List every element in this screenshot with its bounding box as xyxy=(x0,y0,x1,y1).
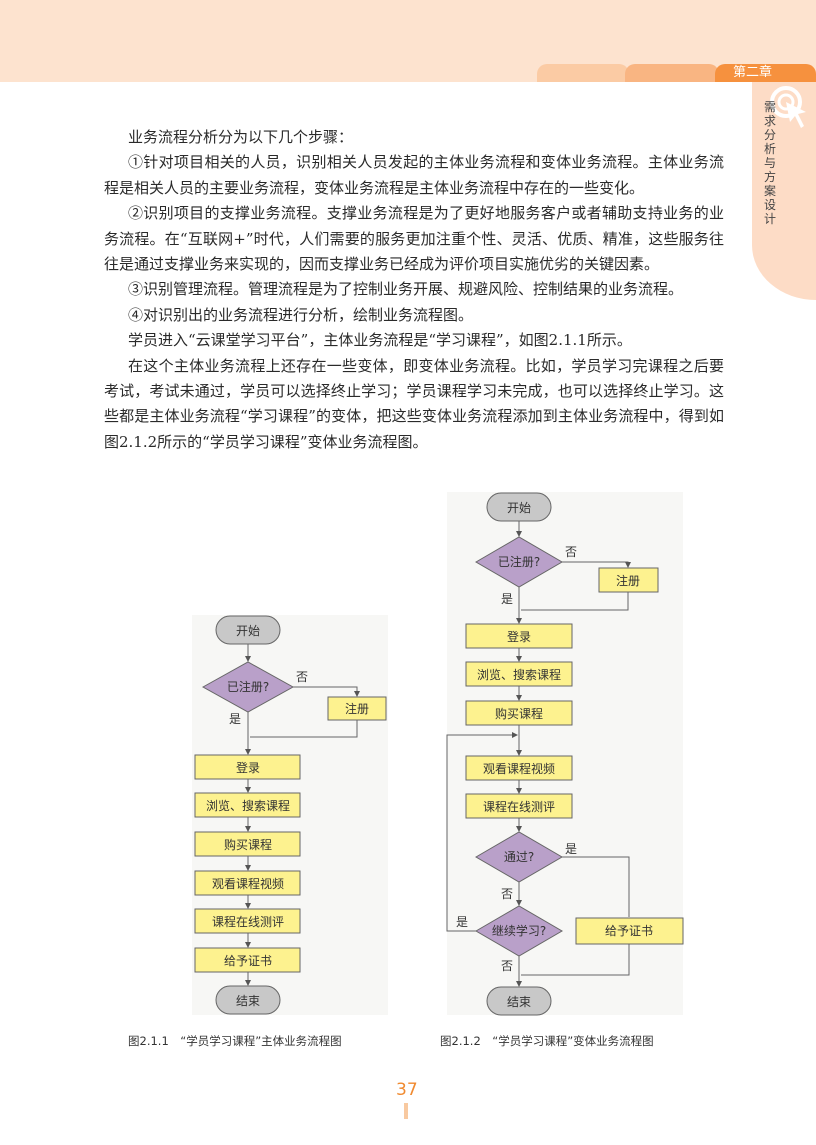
step-box xyxy=(465,755,573,781)
step-box xyxy=(194,947,301,973)
step-label: 观看课程视频 xyxy=(483,761,555,776)
paragraph: ④对识别出的业务流程进行分析，绘制业务流程图。 xyxy=(128,305,474,324)
paragraph: ②识别项目的支撑业务流程。支撑业务流程是为了更好地服务客户或者辅助支持业务的业务… xyxy=(104,204,724,274)
step-label: 购买课程 xyxy=(224,837,272,852)
yes-label: 是 xyxy=(501,592,513,606)
step-label: 浏览、搜索课程 xyxy=(477,667,561,682)
step-box xyxy=(194,908,301,934)
paragraph: ③识别管理流程。管理流程是为了控制业务开展、规避风险、控制结果的业务流程。 xyxy=(128,280,684,299)
step-box xyxy=(194,870,301,896)
paragraph: 学员进入“云课堂学习平台”，主体业务流程是“学习课程”，如图2.1.1所示。 xyxy=(128,331,632,350)
step-label: 课程在线测评 xyxy=(212,914,284,929)
no-label: 否 xyxy=(501,959,513,973)
no-label: 否 xyxy=(565,545,577,559)
decision-label: 通过? xyxy=(504,850,534,864)
yes-label: 是 xyxy=(229,712,241,726)
step-box xyxy=(465,700,573,726)
decision-passed xyxy=(475,831,563,883)
page-number: 37 xyxy=(396,1080,418,1100)
step-boxes: 登录 浏览、搜索课程 购买课程 观看课程视频 课程在线测评 给予证书 xyxy=(194,754,301,973)
no-label: 否 xyxy=(296,670,308,684)
paragraph: 业务流程分析分为以下几个步骤： xyxy=(128,128,354,146)
decision-continue xyxy=(475,905,563,957)
register-box xyxy=(327,696,387,721)
register-box xyxy=(598,567,659,593)
start-terminal xyxy=(486,492,552,522)
end-label: 结束 xyxy=(236,994,260,1008)
chapter-tab-decor xyxy=(625,64,719,82)
start-terminal xyxy=(215,615,281,645)
decision-label: 继续学习? xyxy=(492,923,546,938)
page-marker xyxy=(404,1103,408,1119)
step-label: 观看课程视频 xyxy=(212,876,284,891)
start-label: 开始 xyxy=(236,624,260,638)
step-label: 登录 xyxy=(507,629,531,644)
step-label: 课程在线测评 xyxy=(483,799,555,814)
section-title: 需求分析与方案设计 xyxy=(764,100,777,226)
yes-label: 是 xyxy=(565,842,577,856)
paragraph: 在这个主体业务流程上还存在一些变体，即变体业务流程。比如，学员学习完课程之后要考… xyxy=(104,356,724,451)
certificate-box xyxy=(575,917,684,945)
yes-label: 是 xyxy=(456,915,468,929)
end-terminal xyxy=(486,986,552,1016)
step-label: 购买课程 xyxy=(495,706,543,721)
paragraph: ①针对项目相关的人员，识别相关人员发起的主体业务流程和变体业务流程。主体业务流程… xyxy=(104,153,724,197)
cursor-click-icon xyxy=(770,86,806,128)
step-label: 登录 xyxy=(236,760,260,775)
decision-registered xyxy=(201,661,295,713)
decision-label: 已注册? xyxy=(498,554,540,569)
step-box xyxy=(465,793,573,819)
register-label: 注册 xyxy=(616,573,640,588)
start-label: 开始 xyxy=(507,501,531,515)
step-box xyxy=(465,661,573,687)
chapter-tab: 第二章 xyxy=(715,64,816,82)
figure1-caption: 图2.1.1 “学员学习课程”主体业务流程图 xyxy=(128,1034,342,1048)
chapter-tab-decor xyxy=(537,64,629,82)
step-box xyxy=(465,623,573,649)
step-box xyxy=(194,792,301,818)
decision-label: 已注册? xyxy=(227,679,269,694)
end-label: 结束 xyxy=(507,995,531,1009)
figure2-caption: 图2.1.2 “学员学习课程”变体业务流程图 xyxy=(440,1034,654,1048)
no-label: 否 xyxy=(501,887,513,901)
body-text: 业务流程分析分为以下几个步骤： ①针对项目相关的人员，识别相关人员发起的主体业务… xyxy=(104,125,724,455)
register-label: 注册 xyxy=(345,701,369,716)
step-box xyxy=(194,831,301,857)
step-label: 给予证书 xyxy=(224,954,272,968)
decision-registered xyxy=(475,536,563,588)
step-box xyxy=(194,754,301,780)
step-label: 浏览、搜索课程 xyxy=(206,798,290,813)
side-panel xyxy=(752,82,816,300)
end-terminal xyxy=(215,985,281,1015)
certificate-label: 给予证书 xyxy=(605,924,653,938)
